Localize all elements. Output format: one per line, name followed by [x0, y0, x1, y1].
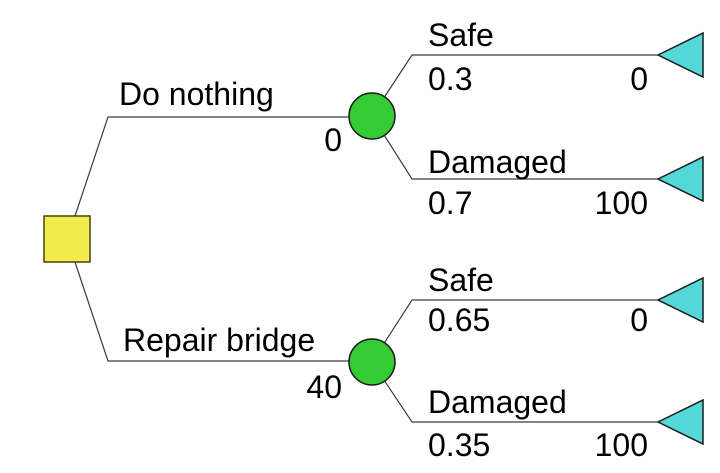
outcome-probability-safe-2: 0.65: [428, 302, 491, 338]
outcome-label-safe-2: Safe: [428, 262, 494, 298]
outcome-probability-safe-1: 0.3: [428, 61, 473, 97]
branch-label-repair-bridge: Repair bridge: [123, 322, 316, 358]
chance-node-circle-repair-bridge[interactable]: [348, 338, 396, 386]
outcome-label-damaged-1: Damaged: [428, 144, 567, 180]
chance-node-circle-do-nothing[interactable]: [348, 92, 396, 140]
branch-line-do-nothing: [74, 116, 372, 217]
branch-line-damaged-2: [371, 361, 658, 423]
outcome-value-damaged-1: 100: [594, 185, 648, 221]
outcome-label-safe-1: Safe: [428, 17, 494, 53]
outcome-label-damaged-2: Damaged: [428, 384, 567, 420]
branch-line-damaged-1: [371, 115, 658, 180]
end-node-triangle-safe-1[interactable]: [656, 31, 704, 79]
outcome-value-safe-1: 0: [630, 61, 648, 97]
end-node-triangle-safe-2[interactable]: [656, 276, 704, 324]
decision-node-square[interactable]: [43, 215, 91, 263]
end-node-triangle-damaged-2[interactable]: [656, 398, 704, 446]
branch-line-safe-1: [371, 54, 658, 117]
outcome-value-safe-2: 0: [630, 302, 648, 338]
branch-line-repair-bridge: [74, 261, 372, 362]
end-node-triangle-damaged-1[interactable]: [656, 155, 704, 203]
outcome-probability-damaged-1: 0.7: [428, 185, 473, 221]
outcome-probability-damaged-2: 0.35: [428, 427, 491, 463]
branch-cost-repair-bridge: 40: [306, 369, 342, 405]
outcome-value-damaged-2: 100: [594, 427, 648, 463]
branch-line-safe-2: [371, 299, 658, 363]
branch-cost-do-nothing: 0: [324, 122, 342, 158]
branch-label-do-nothing: Do nothing: [119, 76, 274, 112]
